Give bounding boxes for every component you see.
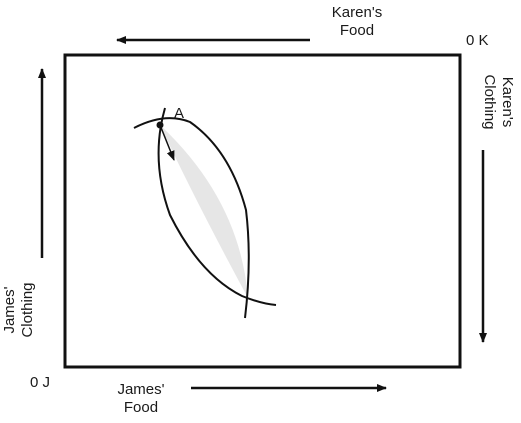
origin-james-label: 0 J <box>30 374 51 391</box>
karen-food-line-1: Karen's <box>331 4 383 21</box>
karen-indifference-curve <box>157 107 277 306</box>
edgeworth-box-frame <box>63 53 462 369</box>
james-food-label: James' Food <box>106 381 176 417</box>
james-clothing-line-1: James' <box>1 286 18 334</box>
karen-food-label: Karen's Food <box>322 4 392 40</box>
trade-direction-arrow <box>159 124 175 161</box>
karen-clothing-line-2: Clothing <box>481 74 498 130</box>
mutual-benefit-lens <box>160 125 248 298</box>
james-food-line-2: Food <box>123 399 159 416</box>
karen-food-line-2: Food <box>339 22 375 39</box>
james-food-line-1: James' <box>117 381 165 398</box>
karen-clothing-line-1: Karen's <box>499 76 516 128</box>
james-clothing-label: James' Clothing <box>1 270 37 350</box>
james-indifference-curve <box>133 117 250 319</box>
karen-clothing-label: Karen's Clothing <box>480 57 516 147</box>
origin-karen-label: 0 K <box>466 32 489 49</box>
point-a-label: A <box>174 105 185 122</box>
james-clothing-line-2: Clothing <box>19 282 36 338</box>
